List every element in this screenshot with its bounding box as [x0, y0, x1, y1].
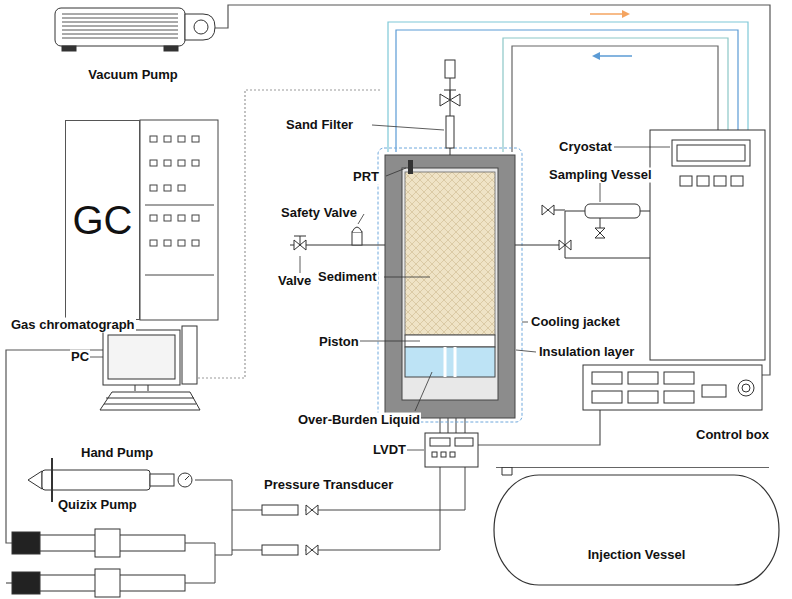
- node-text: GC: [73, 198, 133, 243]
- part-label: LVDT: [372, 443, 407, 458]
- part-label: Control box: [695, 428, 770, 443]
- node-text: Injection Vessel: [488, 547, 785, 562]
- part-label: Vacuum Pump: [87, 68, 179, 83]
- gc-cabinet: GC: [65, 120, 140, 320]
- part-label: Over-Burden Liquid: [297, 413, 421, 428]
- part-label: PRT: [352, 170, 380, 185]
- part-label: Sampling Vessel: [548, 168, 653, 183]
- part-label: Pressure Transducer: [263, 478, 394, 493]
- injection-vessel: Injection Vessel: [488, 467, 785, 587]
- vessel-outline: [488, 467, 785, 587]
- part-label: Gas chromatograph: [10, 318, 136, 333]
- part-label: Safety Valve: [280, 206, 358, 221]
- part-label: Piston: [318, 335, 360, 350]
- part-label: Sediment: [317, 270, 378, 285]
- part-label: Cryostat: [558, 140, 613, 155]
- part-label: Quizix Pump: [57, 498, 138, 513]
- part-label: PC: [70, 350, 90, 365]
- part-label: Cooling jacket: [530, 315, 621, 330]
- part-label: Hand Pump: [80, 446, 154, 461]
- part-label: Valve: [277, 274, 312, 289]
- part-label: Sand Filter: [285, 118, 354, 133]
- part-label: Insulation layer: [538, 345, 635, 360]
